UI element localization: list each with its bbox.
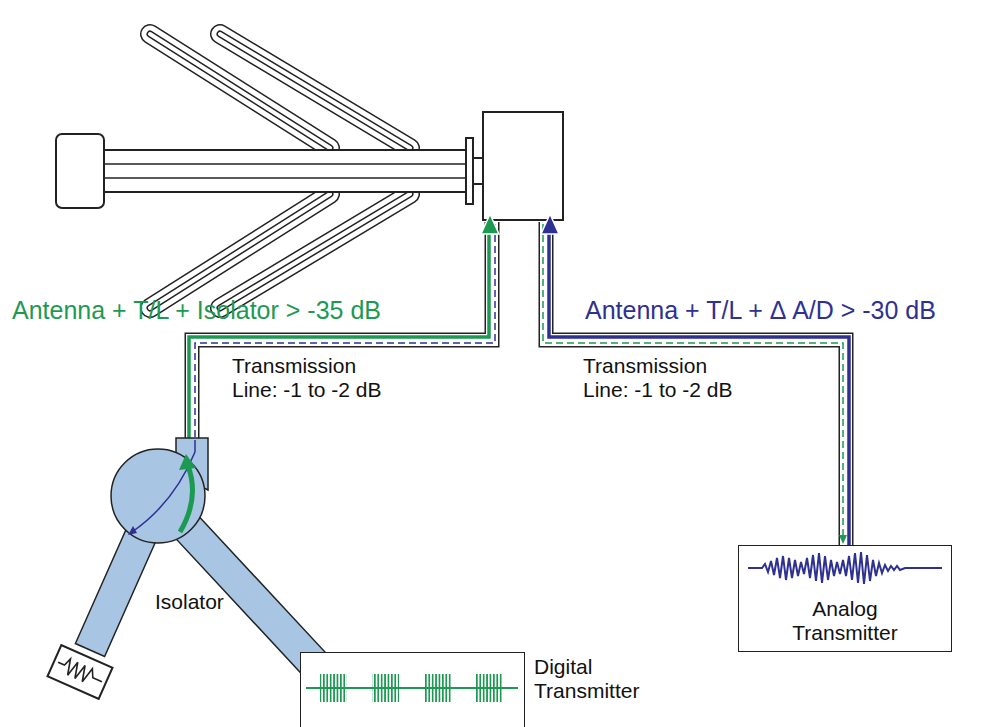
antenna-rod (220, 194, 410, 308)
arrowhead (179, 454, 196, 470)
box-ground (300, 652, 525, 727)
connector (473, 158, 483, 184)
isolator-port (75, 527, 156, 657)
arrowhead (481, 214, 499, 234)
feed-box (483, 112, 563, 220)
antenna-rod (220, 194, 410, 308)
pulse-burst (476, 674, 503, 702)
transmission-line (192, 222, 492, 440)
boom-line (100, 177, 468, 179)
loss-note: Antenna + T/L + Δ A/D > -30 dB (585, 296, 936, 325)
line-loss-note: Transmission Line: -1 to -2 dB (583, 354, 758, 402)
node-label: Analog Transmitter (775, 597, 915, 645)
transmission-line (192, 222, 492, 440)
isolator-shape (110, 448, 206, 544)
arrowhead (541, 214, 559, 234)
antenna-rod (220, 34, 410, 148)
analog-waveform (748, 552, 942, 584)
antenna-boom (100, 150, 468, 192)
loss-note: Antenna + T/L + Isolator > -35 dB (12, 296, 381, 325)
forward-signal (189, 230, 489, 440)
transmission-line (546, 222, 846, 545)
transmission-line (546, 222, 846, 545)
antenna-rod (220, 34, 410, 148)
digital-transmitter-box: Digital Transmitter (300, 652, 525, 727)
antenna-rod (220, 34, 410, 148)
pulse-burst (372, 674, 399, 702)
reflected-signal (195, 224, 495, 440)
resistor-symbol (55, 655, 105, 689)
isolator-body (111, 449, 205, 543)
arrowhead (839, 535, 847, 544)
analog-transmitter-box: Analog Transmitter (738, 545, 952, 652)
isolator-circle: Isolator (110, 448, 206, 544)
antenna-end-block (56, 134, 104, 208)
load-box (48, 645, 113, 699)
boom-line (100, 163, 468, 165)
forward-path-arrow (180, 466, 193, 532)
reflected-signal (194, 440, 196, 452)
forward-signal (549, 230, 849, 545)
arrowhead (128, 526, 137, 535)
coupled-signal (543, 224, 843, 536)
mounting-plate (466, 138, 473, 204)
reflected-path-arrow (132, 452, 195, 532)
line-loss-note: Transmission Line: -1 to -2 dB (232, 354, 407, 402)
pulse-burst (424, 674, 451, 702)
load-resistor (48, 645, 113, 699)
node-label: Isolator (155, 590, 224, 614)
pulse-burst (320, 674, 347, 702)
antenna-rod (220, 194, 410, 308)
node-label: Digital Transmitter (534, 655, 654, 703)
box-ground (738, 545, 952, 685)
antenna-rod (220, 194, 410, 308)
antenna-rod (220, 34, 410, 148)
